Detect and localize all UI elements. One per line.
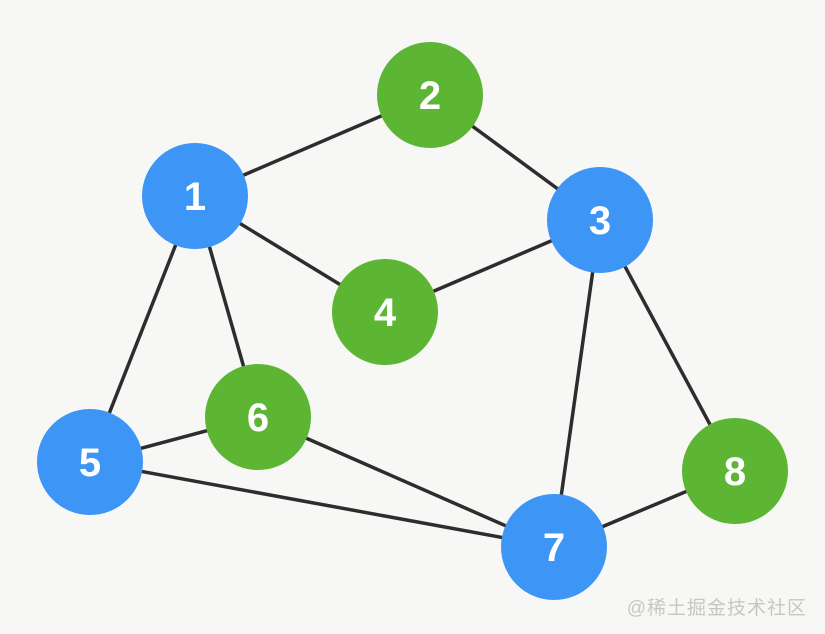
node-circle-2 bbox=[377, 42, 483, 148]
node-label-7: 7 bbox=[543, 526, 565, 570]
graph-node-3: 3 bbox=[547, 167, 653, 273]
node-label-1: 1 bbox=[184, 175, 206, 219]
graph-node-5: 5 bbox=[37, 409, 143, 515]
graph-node-8: 8 bbox=[682, 418, 788, 524]
node-label-5: 5 bbox=[79, 441, 101, 485]
node-circle-6 bbox=[205, 364, 311, 470]
node-label-4: 4 bbox=[374, 291, 397, 335]
graph-node-1: 1 bbox=[142, 143, 248, 249]
edge-3-7 bbox=[552, 218, 602, 549]
edge-6-7 bbox=[256, 415, 556, 549]
node-circle-3 bbox=[547, 167, 653, 273]
edge-5-7 bbox=[88, 460, 556, 549]
node-label-3: 3 bbox=[589, 199, 611, 243]
watermark: @稀土掘金技术社区 bbox=[626, 598, 807, 619]
node-label-2: 2 bbox=[419, 74, 441, 118]
node-label-6: 6 bbox=[247, 396, 269, 440]
node-circle-7 bbox=[501, 494, 607, 600]
graph-node-4: 4 bbox=[332, 259, 438, 365]
node-circle-1 bbox=[142, 143, 248, 249]
node-label-8: 8 bbox=[724, 450, 746, 494]
node-circle-8 bbox=[682, 418, 788, 524]
node-circle-4 bbox=[332, 259, 438, 365]
graph-node-2: 2 bbox=[377, 42, 483, 148]
node-circle-5 bbox=[37, 409, 143, 515]
graph-node-7: 7 bbox=[501, 494, 607, 600]
graph-node-6: 6 bbox=[205, 364, 311, 470]
